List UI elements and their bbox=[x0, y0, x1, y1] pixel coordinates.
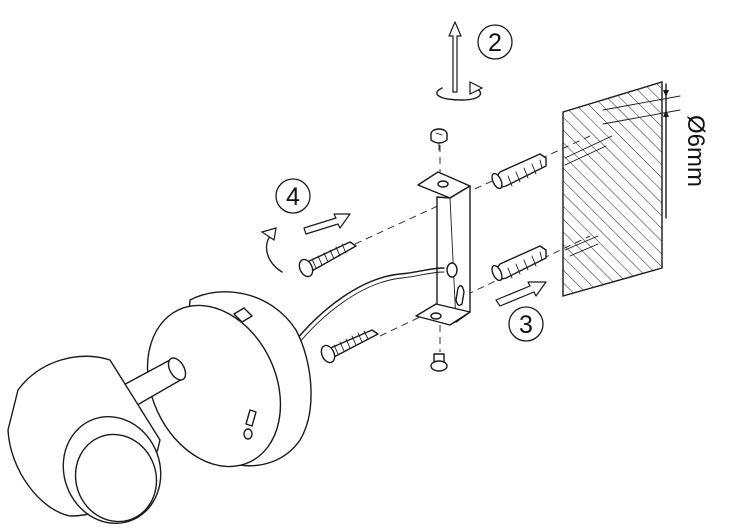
dimension-label: Ø6mm bbox=[682, 115, 709, 187]
screw-upper bbox=[298, 241, 357, 278]
wall-plug-upper bbox=[491, 153, 547, 190]
step-2-label: 2 bbox=[488, 29, 502, 57]
cable bbox=[291, 267, 445, 346]
base-canopy bbox=[146, 291, 312, 468]
bracket-screw-bottom bbox=[430, 353, 448, 372]
step-3-circle bbox=[508, 306, 544, 342]
canopy-slot bbox=[233, 307, 253, 323]
wall-hole-lower bbox=[564, 235, 599, 257]
wall bbox=[562, 81, 663, 297]
step-4-label: 4 bbox=[286, 183, 300, 211]
switch-toggle bbox=[245, 409, 257, 427]
hole-dimension: Ø6mm bbox=[602, 83, 709, 219]
arrow-up-icon bbox=[448, 21, 462, 93]
arrow-right-icon-step4 bbox=[303, 213, 351, 235]
step-3-label: 3 bbox=[519, 311, 533, 339]
screw-lower bbox=[320, 329, 379, 364]
spot-head bbox=[7, 355, 162, 525]
wall-plug-lower bbox=[491, 245, 547, 282]
rotate-arrow-icon bbox=[436, 85, 482, 101]
wall-hole-upper bbox=[564, 135, 613, 166]
alignment-lines bbox=[354, 135, 591, 352]
step-4-circle bbox=[275, 178, 311, 214]
bracket-screw-top bbox=[430, 128, 448, 151]
arrow-right-icon bbox=[495, 281, 547, 307]
step-4-indicator: 4 bbox=[260, 178, 351, 273]
mounting-bracket bbox=[415, 171, 471, 326]
step-2-indicator: 2 bbox=[436, 21, 513, 101]
step-2-circle bbox=[477, 24, 513, 60]
step-3-indicator: 3 bbox=[495, 281, 547, 342]
